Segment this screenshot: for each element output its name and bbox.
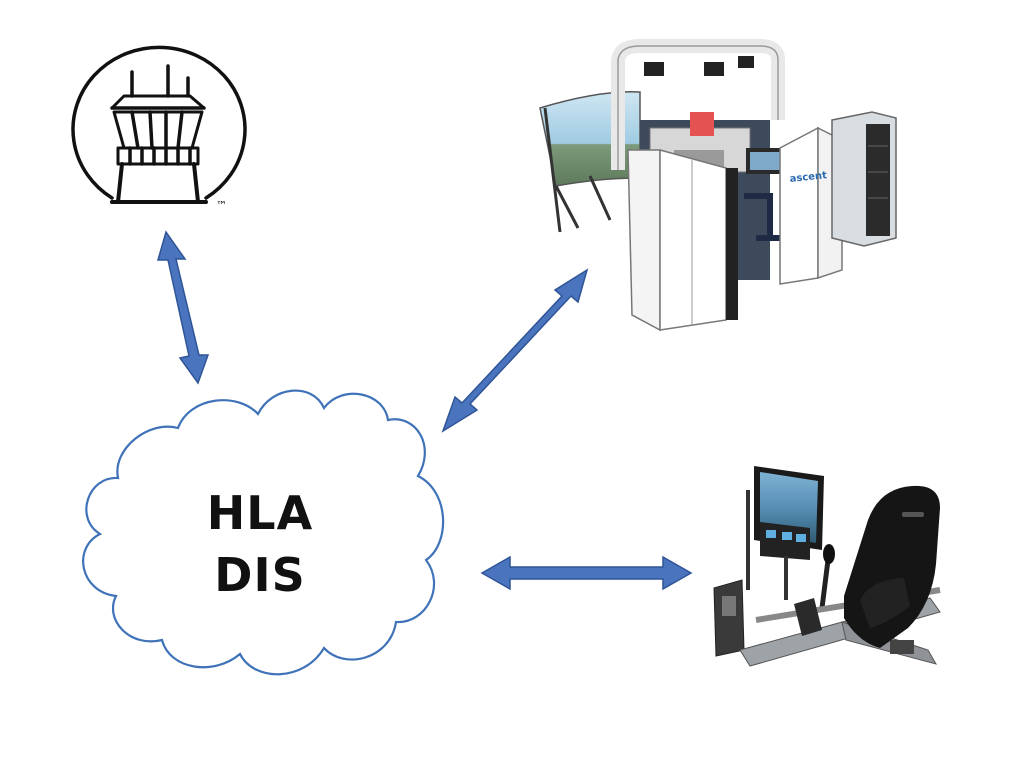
- trademark-symbol: ™: [216, 199, 227, 212]
- network-cloud: [82, 389, 445, 676]
- desktop-cockpit-simulator-icon: [713, 466, 941, 667]
- simulator-brand-label: ascent: [789, 170, 827, 185]
- cloud-label-dis: DIS: [214, 548, 306, 602]
- desktop-cockpit-simulator: [713, 466, 941, 667]
- bidirectional-arrow-simulator: [441, 268, 589, 433]
- control-tower-icon: [71, 45, 247, 204]
- dome-flight-simulator: ascent: [539, 39, 897, 332]
- control-tower-logo: ™: [71, 45, 247, 212]
- dome-flight-simulator-icon: ascent: [539, 39, 897, 332]
- bidirectional-arrow-tower: [157, 230, 210, 385]
- cloud-label-hla: HLA: [206, 486, 314, 540]
- bidirectional-arrow-cockpit: [480, 555, 693, 591]
